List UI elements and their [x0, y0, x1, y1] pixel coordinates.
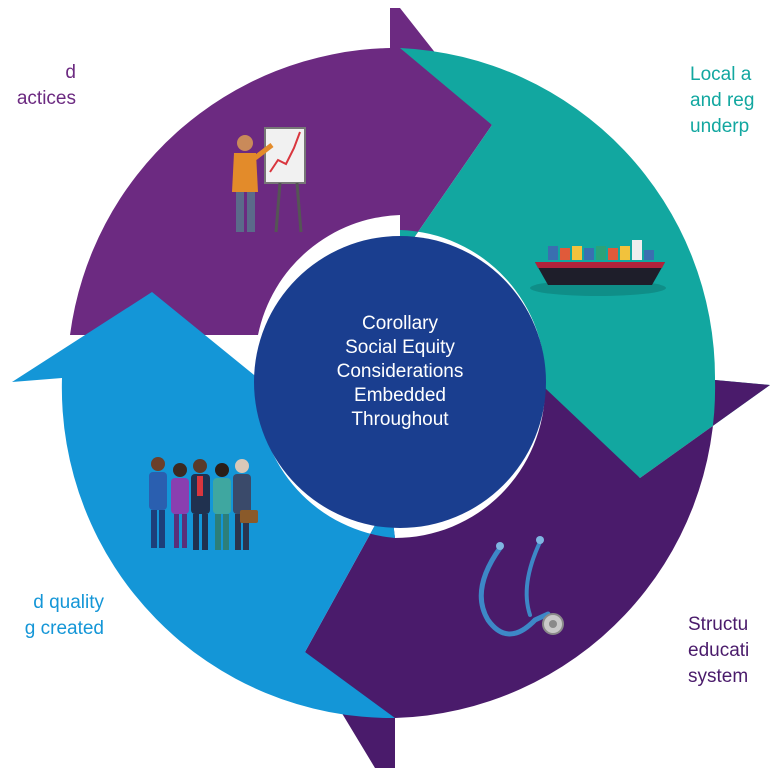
- stethoscope-icon: [478, 536, 564, 637]
- label-line: g created: [24, 618, 104, 639]
- label-line: d quality: [33, 592, 104, 613]
- segment-dark-purple-arrow: [305, 380, 770, 768]
- people-group-icon: [149, 457, 258, 550]
- center-circle: [254, 236, 546, 528]
- label-line: Structu: [688, 614, 749, 635]
- center-line: Embedded: [354, 385, 446, 406]
- label-line: and reg: [690, 90, 755, 111]
- cargo-ship-icon: [530, 240, 666, 296]
- label-line: educati: [688, 640, 750, 661]
- center-line: Considerations: [336, 361, 464, 382]
- label-line: d: [65, 62, 76, 83]
- presenter-chart-icon: [232, 127, 306, 233]
- center-title: Corollary Social Equity Considerations E…: [300, 312, 500, 432]
- label-line: underp: [690, 116, 750, 137]
- label-bottom-right: Structu educati system: [688, 612, 749, 690]
- label-top-left: d actices: [0, 60, 76, 112]
- label-line: Local a: [690, 64, 752, 85]
- label-top-right: Local a and reg underp: [690, 62, 754, 140]
- center-line: Social Equity: [345, 337, 455, 358]
- label-line: actices: [16, 88, 76, 109]
- center-line: Corollary: [361, 313, 439, 334]
- center-line: Throughout: [351, 409, 449, 430]
- label-line: system: [688, 666, 749, 687]
- label-bottom-left: d quality g created: [0, 590, 104, 642]
